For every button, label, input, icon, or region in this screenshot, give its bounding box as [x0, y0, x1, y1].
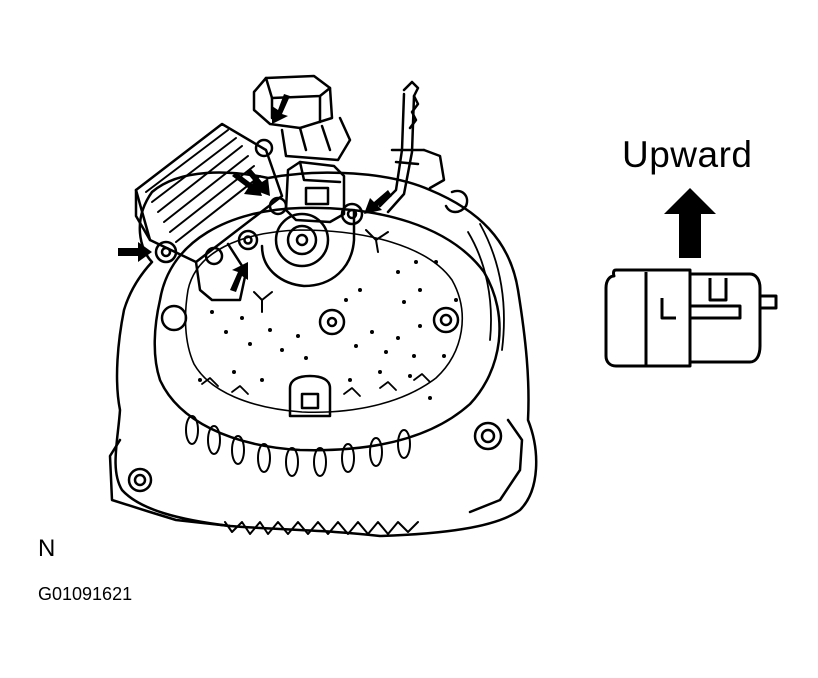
callout-arrows — [118, 94, 392, 292]
brush-holder — [252, 74, 364, 288]
arrow-icon — [118, 242, 152, 262]
arrow-icon — [364, 190, 392, 214]
view-letter: N — [38, 535, 56, 562]
arrow-up-icon — [664, 188, 716, 258]
terminal-cable — [378, 80, 469, 214]
regulator-orientation-icon — [604, 268, 778, 368]
arrow-icon — [272, 94, 290, 124]
alternator-body — [108, 171, 538, 538]
arrow-icon — [230, 262, 248, 292]
arrow-icon — [246, 168, 270, 196]
figure-id: G01091621 — [38, 584, 133, 604]
direction-label: Upward — [622, 134, 753, 175]
